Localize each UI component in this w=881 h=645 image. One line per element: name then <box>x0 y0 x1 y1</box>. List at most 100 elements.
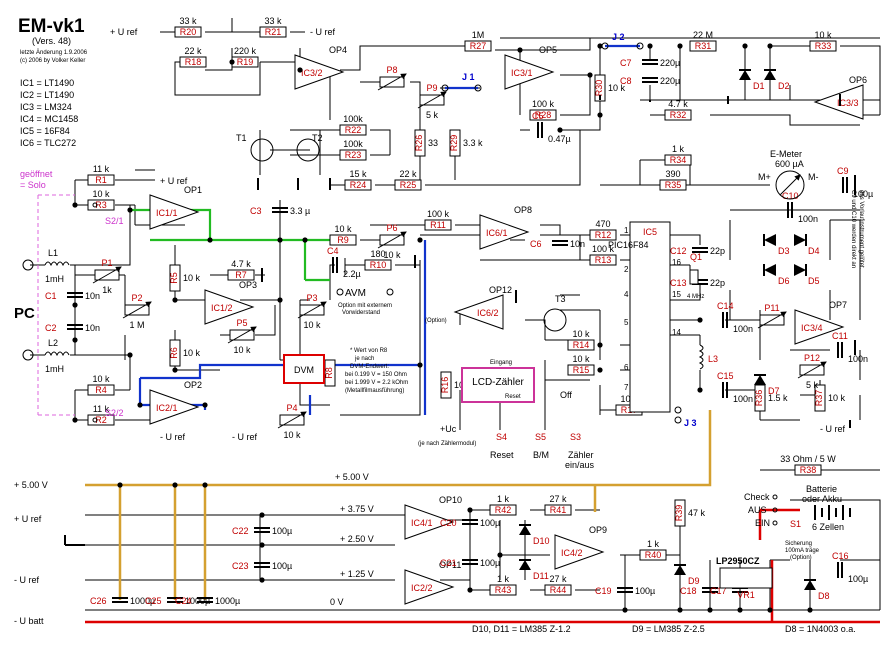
junction-dot <box>767 43 773 49</box>
junction-dot <box>259 577 265 583</box>
capacitor-value: 100n <box>848 354 868 364</box>
junction-dot <box>302 237 308 243</box>
pc-jack-top <box>22 259 34 271</box>
capacitor-id: C1 <box>45 291 57 301</box>
ic-list-3: IC4 = MC1458 <box>20 114 78 124</box>
pc-connectors: L1 1mH L2 1mH S2/1 S2/2 <box>22 202 124 423</box>
svg-text:2: 2 <box>624 265 629 274</box>
junction-dot <box>677 43 683 49</box>
junction-dot <box>72 202 78 208</box>
junction-dot <box>229 59 235 65</box>
junction-dot <box>127 352 133 358</box>
diode-d1: D1 <box>739 69 765 91</box>
resistor-value: 11 k <box>93 404 110 414</box>
inductor-l1 <box>44 261 70 267</box>
capacitor-id: C19 <box>595 586 612 596</box>
resistor-value: 100 k <box>532 99 555 109</box>
resistor-value: 33 k <box>179 16 197 26</box>
resistor-id: R24 <box>350 180 367 190</box>
resistor-id: R31 <box>695 41 712 51</box>
resistor-value: 10 k <box>334 224 352 234</box>
resistor-id: R13 <box>595 255 612 265</box>
resistor-id: R25 <box>400 180 417 190</box>
r8-note-3: DVM-Endwert: <box>350 364 389 370</box>
opamp-name: OP8 <box>514 205 532 215</box>
solo-open: geöffnet <box>20 169 53 179</box>
uref-minus-r37: - U ref <box>820 424 846 434</box>
resistor-id: R33 <box>815 41 832 51</box>
diode-label: D2 <box>778 81 790 91</box>
capacitor-value: 100n <box>733 394 753 404</box>
uref-minus-rail: - U ref <box>14 575 40 585</box>
counter-label-1: Zähler <box>568 450 594 460</box>
resistor-value: 27 k <box>549 494 567 504</box>
s2-2-label: S2/2 <box>105 408 124 418</box>
capacitor-id: C9 <box>837 166 849 176</box>
junction-dot <box>417 362 423 368</box>
battery-symbol <box>814 505 851 520</box>
resistor-id: R16 <box>440 377 450 394</box>
resistor-value: 1.5 k <box>768 393 788 403</box>
opamp-name: OP6 <box>849 75 867 85</box>
ic-list-5: IC6 = TLC272 <box>20 138 76 148</box>
counter-label-2: ein/aus <box>565 460 595 470</box>
top-wiring <box>160 18 881 186</box>
resistor-id: R23 <box>345 150 362 160</box>
dvm-box <box>283 354 325 384</box>
capacitor-value: 100n <box>733 324 753 334</box>
vr1-label: VR1 <box>737 590 755 600</box>
capacitor-id: C18 <box>680 586 697 596</box>
ic5-name: PIC16F84 <box>608 240 649 250</box>
resistor-id: R21 <box>265 27 282 37</box>
opamp-name: OP11 <box>439 560 461 570</box>
resistor-id: R22 <box>345 125 362 135</box>
reset-label: Reset <box>490 450 514 460</box>
diode-d3: D3 <box>763 234 790 256</box>
junction-dot <box>697 387 703 393</box>
resistor-id: R40 <box>645 550 662 560</box>
svg-text:16: 16 <box>672 258 681 267</box>
resistor-id: R27 <box>470 41 487 51</box>
svg-text:15: 15 <box>672 290 681 299</box>
opamp-id: IC1/1 <box>156 208 178 218</box>
junction-dot <box>127 207 133 213</box>
opamp-name: OP4 <box>329 45 347 55</box>
mminus-label: M- <box>808 172 819 182</box>
capacitor-c4: C42.2µ <box>327 246 361 279</box>
opamp-name: OP9 <box>589 525 607 535</box>
capacitor-value: 10n <box>85 291 100 301</box>
svg-text:7: 7 <box>624 383 629 392</box>
junction-dot <box>137 402 143 408</box>
junction-dot <box>497 552 503 558</box>
capacitor-id: C2 <box>45 323 57 333</box>
pot-p2: P21 M <box>122 293 152 330</box>
capacitor-value: 1000µ <box>130 596 155 606</box>
diode-label: D1 <box>753 81 765 91</box>
pot-id: P11 <box>764 303 779 313</box>
resistor-value: 390 <box>665 169 680 179</box>
pot-id: P2 <box>131 293 142 303</box>
pot-p11: P11 <box>757 303 787 329</box>
